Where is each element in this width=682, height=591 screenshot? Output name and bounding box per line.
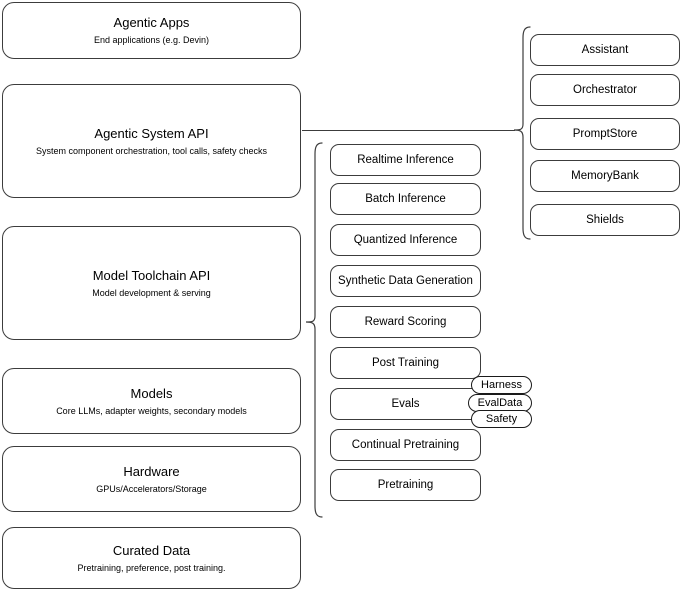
layer-box-curated-data[interactable]: Curated Data Pretraining, preference, po… — [2, 527, 301, 589]
toolchain-item-post-training[interactable]: Post Training — [330, 347, 481, 379]
toolchain-item-batch-inference[interactable]: Batch Inference — [330, 183, 481, 215]
layer-title: Agentic System API — [94, 125, 209, 141]
toolchain-item-evals[interactable]: Evals — [330, 388, 481, 420]
layer-box-model-toolchain-api[interactable]: Model Toolchain API Model development & … — [2, 226, 301, 340]
toolchain-item-synthetic-data-generation[interactable]: Synthetic Data Generation — [330, 265, 481, 297]
layer-box-hardware[interactable]: Hardware GPUs/Accelerators/Storage — [2, 446, 301, 512]
eval-pill-safety[interactable]: Safety — [471, 410, 532, 428]
toolchain-item-label: Realtime Inference — [357, 153, 454, 166]
layer-subtitle: Pretraining, preference, post training. — [77, 562, 226, 573]
layer-subtitle: Core LLMs, adapter weights, secondary mo… — [56, 405, 247, 416]
agentic-item-shields[interactable]: Shields — [530, 204, 680, 236]
eval-pill-label: EvalData — [477, 397, 523, 409]
layer-title: Curated Data — [112, 542, 191, 558]
agentic-item-promptstore[interactable]: PromptStore — [530, 118, 680, 150]
eval-pill-harness[interactable]: Harness — [471, 376, 532, 394]
layer-box-agentic-apps[interactable]: Agentic Apps End applications (e.g. Devi… — [2, 2, 301, 59]
toolchain-item-label: Batch Inference — [365, 192, 446, 205]
layer-subtitle: GPUs/Accelerators/Storage — [96, 483, 207, 494]
brace-agentic-system — [512, 24, 532, 242]
layer-subtitle: Model development & serving — [92, 287, 211, 298]
layer-title: Model Toolchain API — [92, 267, 211, 283]
agentic-item-label: Shields — [586, 213, 624, 226]
layer-title: Hardware — [123, 463, 180, 479]
agentic-item-label: MemoryBank — [571, 169, 639, 182]
toolchain-item-label: Reward Scoring — [364, 315, 447, 328]
toolchain-item-label: Quantized Inference — [353, 233, 458, 246]
layer-subtitle: End applications (e.g. Devin) — [93, 35, 210, 45]
toolchain-item-label: Synthetic Data Generation — [338, 274, 473, 287]
agentic-item-assistant[interactable]: Assistant — [530, 34, 680, 66]
eval-pill-label: Safety — [485, 413, 518, 425]
agentic-item-label: PromptStore — [572, 127, 638, 140]
agentic-item-orchestrator[interactable]: Orchestrator — [530, 74, 680, 106]
agentic-item-label: Orchestrator — [573, 83, 637, 96]
toolchain-item-continual-pretraining[interactable]: Continual Pretraining — [330, 429, 481, 461]
toolchain-item-label: Pretraining — [377, 478, 434, 491]
layer-title: Agentic Apps — [113, 15, 190, 30]
toolchain-item-label: Post Training — [371, 356, 440, 369]
layer-box-models[interactable]: Models Core LLMs, adapter weights, secon… — [2, 368, 301, 434]
toolchain-item-quantized-inference[interactable]: Quantized Inference — [330, 224, 481, 256]
layer-subtitle: System component orchestration, tool cal… — [35, 145, 268, 156]
toolchain-item-pretraining[interactable]: Pretraining — [330, 469, 481, 501]
brace-model-toolchain — [304, 140, 324, 520]
eval-pill-label: Harness — [481, 379, 522, 391]
toolchain-item-label: Continual Pretraining — [351, 438, 460, 451]
layer-title: Models — [130, 385, 173, 401]
toolchain-item-reward-scoring[interactable]: Reward Scoring — [330, 306, 481, 338]
toolchain-item-realtime-inference[interactable]: Realtime Inference — [330, 144, 481, 176]
agentic-item-label: Assistant — [581, 43, 629, 56]
toolchain-item-label: Evals — [391, 397, 420, 410]
connector-line-agentic-system — [302, 130, 515, 131]
agentic-item-memorybank[interactable]: MemoryBank — [530, 160, 680, 192]
layer-box-agentic-system-api[interactable]: Agentic System API System component orch… — [2, 84, 301, 198]
